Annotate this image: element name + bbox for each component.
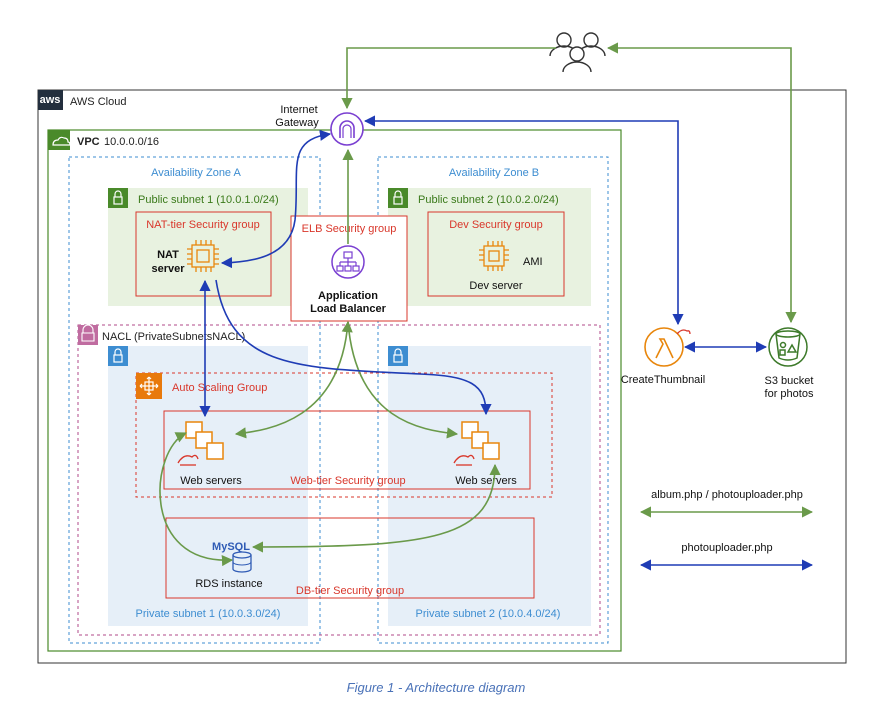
lambda-icon (644, 327, 691, 367)
internet-gateway-icon (330, 112, 364, 146)
legend: album.php / photouploader.php photouploa… (639, 489, 814, 571)
s3-bucket-icon (768, 327, 808, 367)
figure-caption: Figure 1 - Architecture diagram (347, 680, 526, 695)
igw-to-lambda-connector (363, 115, 684, 326)
public-subnet-1-lock-icon (108, 188, 128, 208)
nacl-icon (78, 325, 98, 345)
db-tier-security-group-label: DB-tier Security group (296, 585, 404, 597)
lambda-label: CreateThumbnail (621, 374, 705, 386)
users-to-igw-connector (341, 47, 556, 110)
public-subnet-2-label: Public subnet 2 (10.0.2.0/24) (418, 194, 559, 206)
private-subnet-2-label: Private subnet 2 (10.0.4.0/24) (416, 608, 561, 620)
public-subnet-1-label: Public subnet 1 (10.0.1.0/24) (138, 194, 279, 206)
igw-to-nat-connector (220, 129, 332, 269)
aws-cloud-label: AWS Cloud (70, 96, 126, 108)
vpc-icon (48, 130, 70, 150)
internet-gateway-label-1: Internet (280, 104, 317, 116)
alb-to-web-left-connector (234, 320, 353, 439)
aws-cloud-boundary (37, 89, 847, 664)
aws-logo-text: aws (40, 94, 61, 106)
nat-server-label-2: server (151, 263, 185, 275)
private-subnet-1-lock-icon (108, 346, 128, 366)
auto-scaling-group-label: Auto Scaling Group (172, 382, 267, 394)
web-servers-right-label: Web servers (455, 475, 517, 487)
web-left-to-rds-connector (159, 432, 234, 567)
internet-gateway-label-2: Gateway (275, 117, 319, 129)
s3-label-1: S3 bucket (765, 375, 814, 387)
nat-server-chip-icon (187, 240, 219, 272)
legend-green-label: album.php / photouploader.php (651, 489, 803, 501)
web-right-to-rds-connector (251, 463, 501, 553)
elb-security-group-label: ELB Security group (302, 223, 397, 235)
rds-instance-label: RDS instance (195, 578, 262, 590)
nat-to-web-right-connector (215, 279, 492, 416)
users-icon (549, 32, 606, 73)
nat-security-group-label: NAT-tier Security group (146, 219, 260, 231)
vpc-label: VPC (77, 136, 100, 148)
availability-zone-a-label: Availability Zone A (151, 167, 241, 179)
nacl-label: NACL (PrivateSubnetsNACL) (102, 331, 245, 343)
private-subnet-2-lock-icon (388, 346, 408, 366)
dev-security-group-label: Dev Security group (449, 219, 543, 231)
vpc-cloud-icon (52, 136, 71, 146)
alb-label-1: Application (318, 290, 378, 302)
alb-label-2: Load Balancer (310, 303, 387, 315)
mysql-label: MySQL (212, 541, 250, 553)
private-subnet-1-label: Private subnet 1 (10.0.3.0/24) (136, 608, 281, 620)
ami-label: AMI (523, 256, 543, 268)
web-servers-left-label: Web servers (180, 475, 242, 487)
nat-server-label-1: NAT (157, 249, 179, 261)
availability-zone-b-label: Availability Zone B (449, 167, 539, 179)
web-tier-security-group-label: Web-tier Security group (290, 475, 405, 487)
alb-to-web-right-connector (347, 321, 459, 439)
web-servers-right-icon (453, 421, 500, 466)
vpc-cidr: 10.0.0.0/16 (104, 136, 159, 148)
aws-logo (38, 90, 63, 110)
legend-blue-label: photouploader.php (681, 542, 772, 554)
users-to-s3-connector (606, 42, 797, 324)
dev-server-label: Dev server (469, 280, 523, 292)
s3-label-2: for photos (765, 388, 814, 400)
